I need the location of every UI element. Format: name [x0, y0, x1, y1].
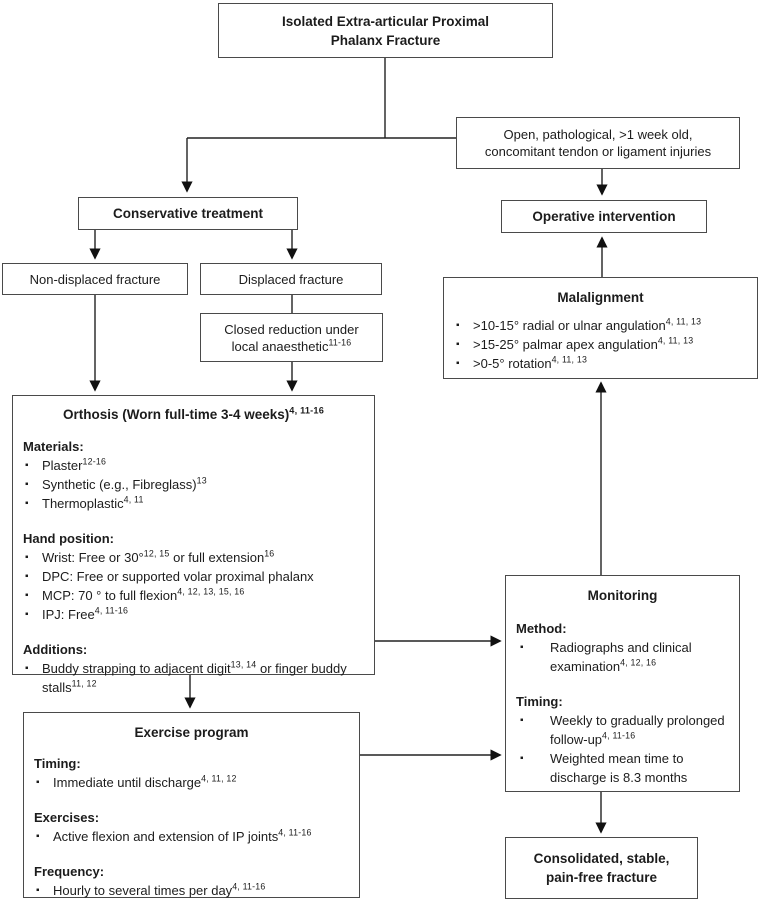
exercise-exercises-item-text: Active flexion and extension of IP joint…: [53, 827, 312, 844]
orthosis-hand-position-item-text: Wrist: Free or 30°12, 15 or full extensi…: [42, 548, 275, 565]
conservative-treatment-box: Conservative treatment: [78, 197, 298, 230]
malalignment-box: Malalignment >10-15° radial or ulnar ang…: [443, 277, 758, 379]
isolated-fracture-title-label: Isolated Extra-articular Proximal Phalan…: [281, 13, 490, 48]
orthosis-hand-position-item-text: DPC: Free or supported volar proximal ph…: [42, 569, 314, 584]
orthosis-title: Orthosis (Worn full-time 3-4 weeks)4, 11…: [62, 405, 325, 422]
orthosis-hand-position-item-text: IPJ: Free4, 11-16: [42, 605, 129, 622]
orthosis-materials-section: Materials: Plaster12-16 Synthetic (e.g.,…: [23, 437, 364, 513]
monitoring-method-section: Method: Radiographs and clinical examina…: [516, 619, 729, 676]
exercise-frequency-section: Frequency: Hourly to several times per d…: [34, 862, 349, 900]
exercise-timing-heading: Timing:: [34, 756, 81, 771]
orthosis-material-item: Synthetic (e.g., Fibreglass)13: [23, 475, 364, 494]
exercise-frequency-item-text: Hourly to several times per day4, 11-16: [53, 881, 266, 898]
monitoring-method-heading: Method:: [516, 621, 567, 636]
orthosis-material-item: Thermoplastic4, 11: [23, 494, 364, 513]
orthosis-box: Orthosis (Worn full-time 3-4 weeks)4, 11…: [12, 395, 375, 695]
displaced-fracture-label: Displaced fracture: [238, 271, 344, 287]
consolidated-fracture-label: Consolidated, stable, pain-free fracture: [533, 851, 670, 885]
orthosis-additions-section: Additions: Buddy strapping to adjacent d…: [23, 640, 364, 697]
operative-intervention-label: Operative intervention: [532, 209, 676, 224]
exercise-exercises-heading: Exercises:: [34, 810, 100, 825]
exercise-frequency-heading: Frequency:: [34, 864, 105, 879]
orthosis-materials-heading: Materials:: [23, 439, 84, 454]
malalignment-item-text: >15-25° palmar apex angulation4, 11, 13: [473, 335, 694, 352]
conservative-treatment-label: Conservative treatment: [112, 206, 264, 221]
operative-criteria-label: Open, pathological, >1 week old, concomi…: [484, 127, 712, 159]
monitoring-box: Monitoring Method: Radiographs and clini…: [505, 575, 740, 792]
monitoring-timing-item-text: Weighted mean time to discharge is 8.3 m…: [550, 751, 688, 785]
exercise-program-title: Exercise program: [134, 725, 249, 740]
orthosis-hand-position-item: Wrist: Free or 30°12, 15 or full extensi…: [23, 548, 364, 567]
orthosis-additions-item-text: Buddy strapping to adjacent digit13, 14 …: [42, 659, 347, 695]
operative-criteria-box: Open, pathological, >1 week old, concomi…: [456, 117, 740, 169]
malalignment-item: >15-25° palmar apex angulation4, 11, 13: [454, 335, 747, 354]
malalignment-title: Malalignment: [557, 290, 644, 305]
malalignment-item: >10-15° radial or ulnar angulation4, 11,…: [454, 316, 747, 335]
exercise-frequency-item: Hourly to several times per day4, 11-16: [34, 881, 349, 900]
orthosis-hand-position-section: Hand position: Wrist: Free or 30°12, 15 …: [23, 529, 364, 624]
operative-intervention-box: Operative intervention: [501, 200, 707, 233]
exercise-exercises-section: Exercises: Active flexion and extension …: [34, 808, 349, 846]
consolidated-fracture-box: Consolidated, stable, pain-free fracture: [505, 837, 698, 899]
orthosis-additions-heading: Additions:: [23, 642, 88, 657]
orthosis-material-item-text: Synthetic (e.g., Fibreglass)13: [42, 475, 207, 492]
orthosis-hand-position-heading: Hand position:: [23, 531, 114, 546]
exercise-program-box: Exercise program Timing: Immediate until…: [23, 712, 360, 898]
closed-reduction-label: Closed reduction under local anaesthetic…: [224, 321, 359, 354]
malalignment-item: >0-5° rotation4, 11, 13: [454, 354, 747, 373]
monitoring-timing-heading: Timing:: [516, 694, 563, 709]
monitoring-title: Monitoring: [587, 588, 658, 603]
monitoring-method-item: Radiographs and clinical examination4, 1…: [516, 638, 729, 676]
orthosis-hand-position-item: MCP: 70 ° to full flexion4, 12, 13, 15, …: [23, 586, 364, 605]
monitoring-timing-item-text: Weekly to gradually prolonged follow-up4…: [550, 713, 725, 747]
orthosis-hand-position-item: DPC: Free or supported volar proximal ph…: [23, 567, 364, 586]
non-displaced-fracture-box: Non-displaced fracture: [2, 263, 188, 295]
malalignment-item-text: >10-15° radial or ulnar angulation4, 11,…: [473, 316, 702, 333]
monitoring-timing-item: Weighted mean time to discharge is 8.3 m…: [516, 749, 729, 787]
malalignment-item-text: >0-5° rotation4, 11, 13: [473, 354, 588, 371]
orthosis-additions-item: Buddy strapping to adjacent digit13, 14 …: [23, 659, 364, 697]
monitoring-method-item-text: Radiographs and clinical examination4, 1…: [550, 640, 692, 674]
exercise-exercises-item: Active flexion and extension of IP joint…: [34, 827, 349, 846]
orthosis-material-item-text: Thermoplastic4, 11: [42, 494, 144, 511]
non-displaced-fracture-label: Non-displaced fracture: [29, 271, 161, 287]
orthosis-material-item: Plaster12-16: [23, 456, 364, 475]
isolated-fracture-title-box: Isolated Extra-articular Proximal Phalan…: [218, 3, 553, 58]
exercise-timing-item: Immediate until discharge4, 11, 12: [34, 773, 349, 792]
exercise-timing-item-text: Immediate until discharge4, 11, 12: [53, 773, 237, 790]
monitoring-timing-item: Weekly to gradually prolonged follow-up4…: [516, 711, 729, 749]
displaced-fracture-box: Displaced fracture: [200, 263, 382, 295]
orthosis-hand-position-item: IPJ: Free4, 11-16: [23, 605, 364, 624]
orthosis-material-item-text: Plaster12-16: [42, 456, 107, 473]
exercise-timing-section: Timing: Immediate until discharge4, 11, …: [34, 754, 349, 792]
monitoring-timing-section: Timing: Weekly to gradually prolonged fo…: [516, 692, 729, 787]
orthosis-hand-position-item-text: MCP: 70 ° to full flexion4, 12, 13, 15, …: [42, 586, 245, 603]
closed-reduction-box: Closed reduction under local anaesthetic…: [200, 313, 383, 362]
